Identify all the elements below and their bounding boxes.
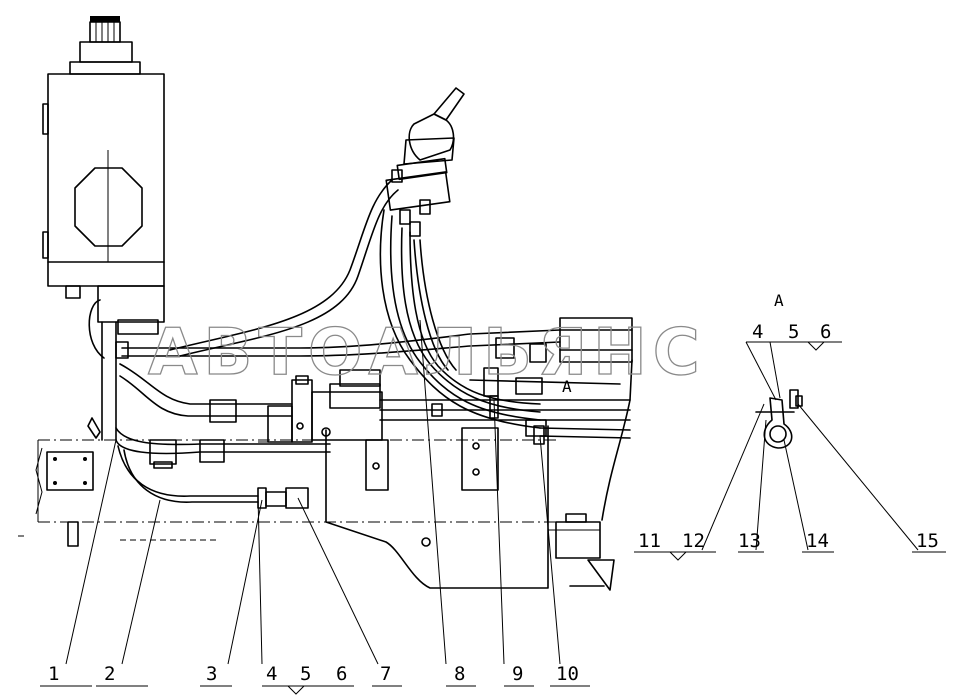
control-valve bbox=[209, 369, 383, 443]
callout-10: 10 bbox=[556, 663, 579, 685]
callouts: 1 2 3 4 5 6 7 8 9 10 11 12 13 14 15 4 5 … bbox=[48, 321, 939, 685]
callout-6: 6 bbox=[336, 663, 347, 685]
brackets bbox=[325, 425, 600, 589]
callout-8: 8 bbox=[454, 663, 465, 685]
hoses bbox=[115, 179, 631, 503]
callout-13: 13 bbox=[738, 530, 761, 552]
callout-14: 14 bbox=[806, 530, 829, 552]
callout-3: 3 bbox=[206, 663, 217, 685]
detail-view-a: A bbox=[745, 291, 842, 449]
fittings bbox=[115, 337, 547, 509]
hydraulic-tank bbox=[42, 16, 165, 359]
callout-7: 7 bbox=[380, 663, 391, 685]
callout-11: 11 bbox=[638, 530, 661, 552]
watermark: АВТОАЛЬЯНС bbox=[148, 316, 706, 390]
detail-callout-4: 4 bbox=[752, 321, 763, 343]
callout-2: 2 bbox=[104, 663, 115, 685]
detail-view-title: A bbox=[774, 291, 784, 310]
callout-1: 1 bbox=[48, 663, 59, 685]
leader-lines bbox=[40, 319, 946, 695]
view-marker: A bbox=[562, 377, 572, 396]
callout-15: 15 bbox=[916, 530, 939, 552]
right-assembly bbox=[515, 317, 633, 591]
callout-12: 12 bbox=[682, 530, 705, 552]
joystick bbox=[385, 87, 465, 237]
callout-9: 9 bbox=[512, 663, 523, 685]
detail-callout-5: 5 bbox=[788, 321, 799, 343]
callout-4: 4 bbox=[266, 663, 277, 685]
callout-5: 5 bbox=[300, 663, 311, 685]
frame-rail bbox=[18, 439, 560, 547]
detail-callout-6: 6 bbox=[820, 321, 831, 343]
